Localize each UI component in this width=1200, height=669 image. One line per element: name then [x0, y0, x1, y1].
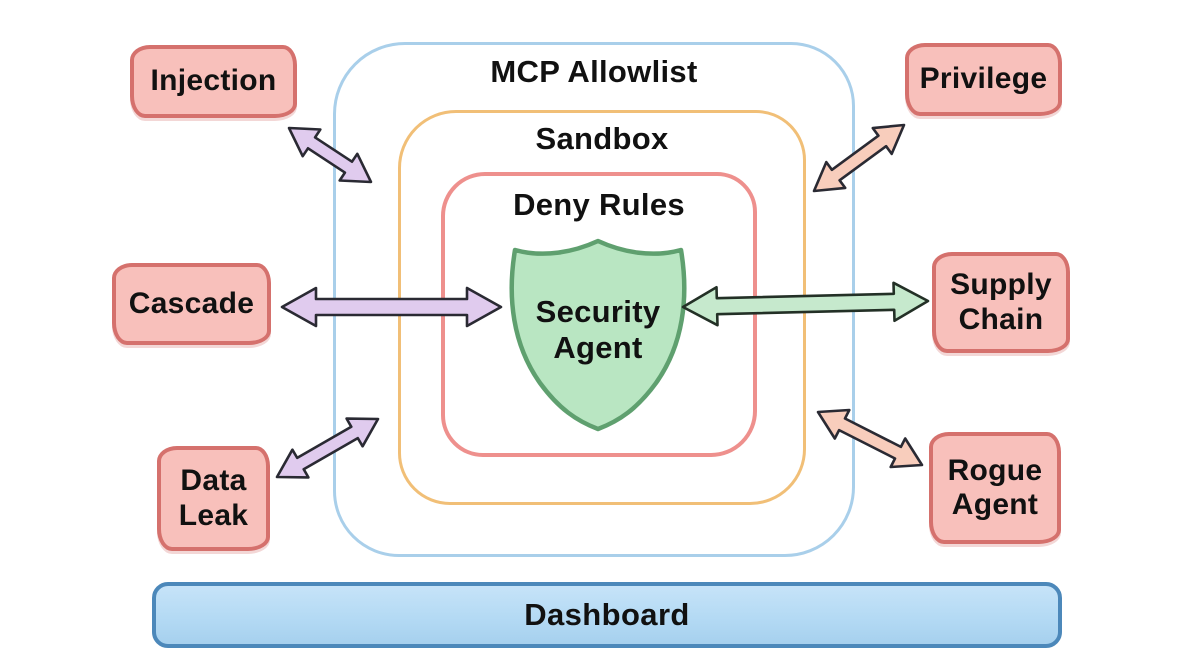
- dashboard-bar: Dashboard: [152, 582, 1062, 648]
- threat-data-leak-label: Data Leak: [178, 464, 249, 532]
- threat-privilege-label: Privilege: [919, 62, 1048, 96]
- threat-rogue-agent: Rogue Agent: [929, 432, 1061, 544]
- dashboard-label: Dashboard: [524, 597, 690, 632]
- threat-supply-chain-label: Supply Chain: [950, 268, 1052, 336]
- threat-cascade: Cascade: [112, 263, 271, 345]
- deny-rules-label: Deny Rules: [513, 187, 685, 222]
- threat-rogue-agent-label: Rogue Agent: [947, 453, 1043, 522]
- threat-cascade-label: Cascade: [128, 286, 255, 320]
- threat-supply-chain: Supply Chain: [932, 252, 1070, 353]
- threat-injection-label: Injection: [150, 64, 277, 98]
- mcp-allowlist-label: MCP Allowlist: [490, 54, 698, 89]
- security-agent-label: Security Agent: [535, 294, 661, 366]
- sandbox-label: Sandbox: [535, 121, 669, 156]
- threat-data-leak: Data Leak: [157, 446, 270, 551]
- threat-injection: Injection: [130, 45, 297, 118]
- threat-privilege: Privilege: [905, 43, 1062, 116]
